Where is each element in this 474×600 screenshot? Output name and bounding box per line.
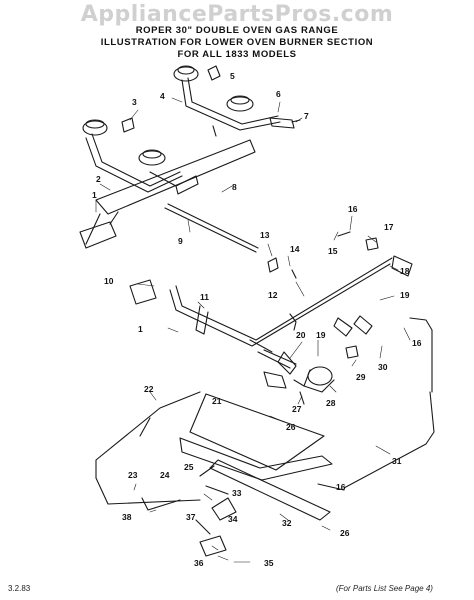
callout-8: 8 [232, 182, 237, 192]
callout-16-upper: 16 [348, 204, 358, 214]
callout-19-center: 19 [316, 330, 326, 340]
callout-28: 28 [326, 398, 336, 408]
callout-32: 32 [282, 518, 292, 528]
diagram-date: 3.2.83 [8, 584, 31, 593]
callout-37: 37 [186, 512, 196, 522]
callout-17: 17 [384, 222, 394, 232]
callout-14: 14 [290, 244, 300, 254]
callout-20: 20 [296, 330, 306, 340]
callout-38: 38 [122, 512, 132, 522]
callout-1-upper: 1 [92, 190, 97, 200]
callout-15: 15 [328, 246, 338, 256]
callout-10: 10 [104, 276, 114, 286]
callout-5: 5 [230, 71, 235, 81]
callout-26-center: 26 [286, 422, 296, 432]
lower-burner-assembly [95, 391, 435, 557]
callout-23: 23 [128, 470, 138, 480]
callout-25: 25 [184, 462, 194, 472]
callout-33: 33 [232, 488, 242, 498]
upper-left-burner-assembly [79, 117, 259, 253]
callout-16-lower: 16 [336, 482, 346, 492]
callout-22: 22 [144, 384, 154, 394]
callout-11: 11 [200, 292, 209, 302]
callout-4: 4 [160, 91, 165, 101]
callout-31: 31 [392, 456, 402, 466]
callout-1-lower: 1 [138, 324, 143, 334]
callout-2: 2 [96, 174, 101, 184]
callout-27: 27 [292, 404, 302, 414]
callout-21: 21 [212, 396, 222, 406]
diagram-title-line-3: FOR ALL 1833 MODELS [177, 49, 297, 60]
callout-6: 6 [276, 89, 281, 99]
parts-list-note: (For Parts List See Page 4) [336, 584, 433, 593]
callout-30: 30 [378, 362, 388, 372]
callout-9: 9 [178, 236, 183, 246]
diagram-title-line-1: ROPER 30" DOUBLE OVEN GAS RANGE [135, 25, 339, 36]
callout-labels: 1 1 2 3 4 5 6 7 8 9 10 11 12 13 14 15 16… [92, 71, 422, 568]
callout-34: 34 [228, 514, 238, 524]
diagram-title-line-2: ILLUSTRATION FOR LOWER OVEN BURNER SECTI… [100, 37, 374, 48]
callout-12: 12 [268, 290, 278, 300]
callout-36: 36 [194, 558, 204, 568]
callout-19-right: 19 [400, 290, 410, 300]
callout-16-right: 16 [412, 338, 422, 348]
callout-29: 29 [356, 372, 366, 382]
callout-35: 35 [264, 558, 274, 568]
callout-13: 13 [260, 230, 270, 240]
callout-26-lower: 26 [340, 528, 350, 538]
lower-oven-manifold [129, 231, 433, 393]
leader-lines [95, 97, 411, 563]
callout-7: 7 [304, 111, 309, 121]
callout-3: 3 [132, 97, 137, 107]
upper-right-burner-assembly [173, 65, 301, 137]
callout-24: 24 [160, 470, 170, 480]
watermark: AppliancePartsPros.com [80, 2, 394, 27]
oven-valve-assembly [263, 366, 335, 405]
callout-18: 18 [400, 266, 410, 276]
